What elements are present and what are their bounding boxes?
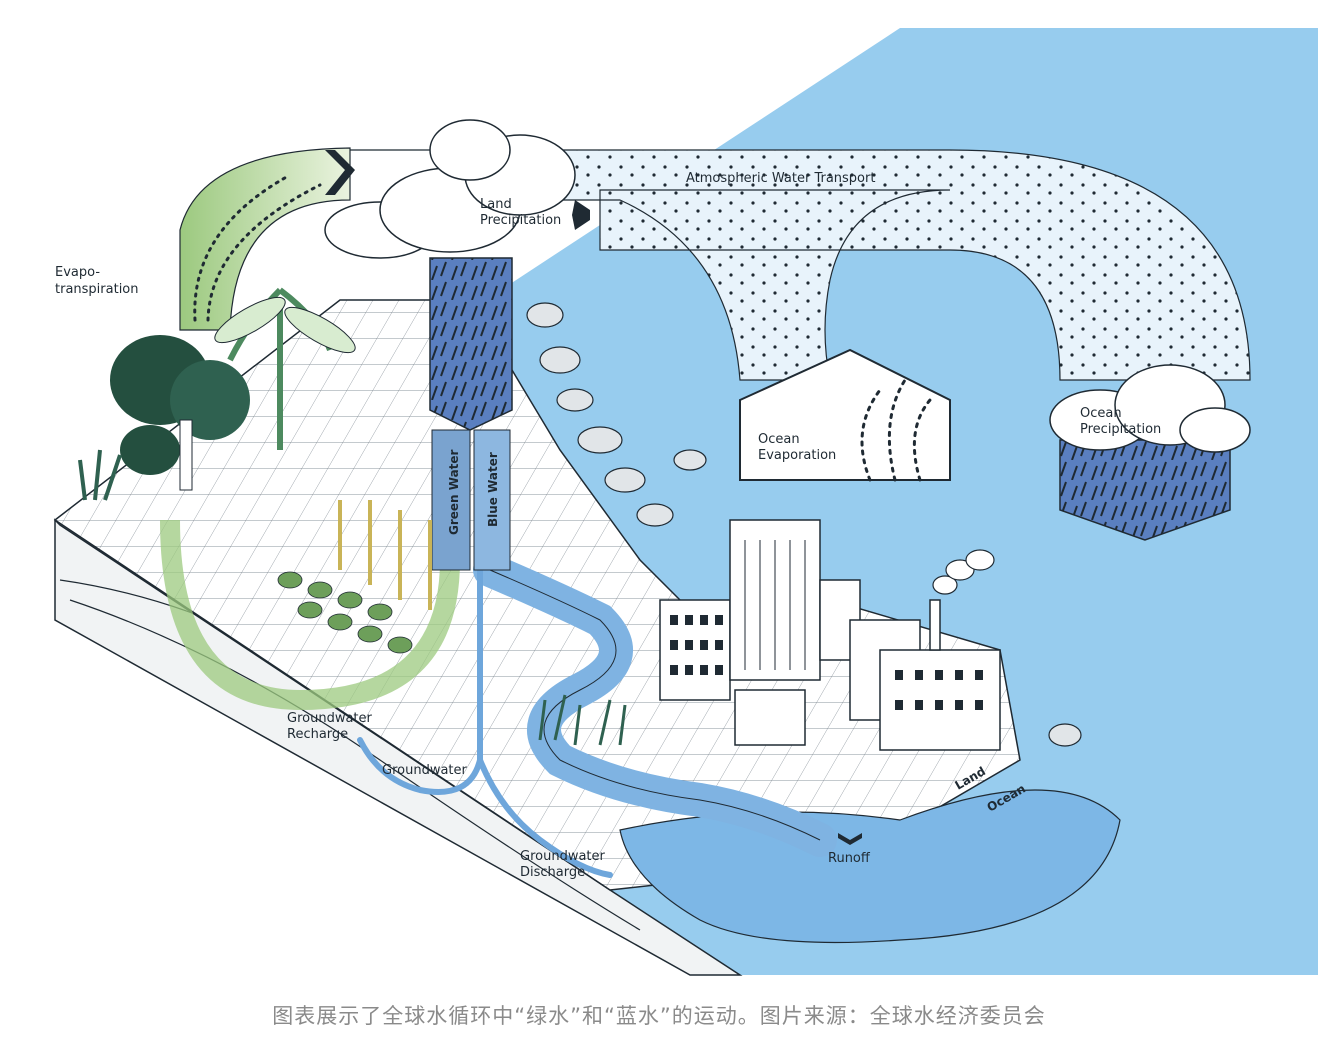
coastal-water bbox=[619, 789, 1121, 944]
reeds bbox=[538, 694, 627, 746]
building-windows bbox=[670, 615, 983, 710]
green-water-column bbox=[431, 429, 471, 571]
blue-water-column bbox=[473, 429, 511, 571]
crops bbox=[277, 500, 432, 654]
chevron-left bbox=[325, 150, 355, 195]
blue-water-label: Blue Water bbox=[486, 452, 500, 527]
runoff-label: Runoff bbox=[828, 851, 871, 866]
figure-caption: 图表展示了全球水循环中“绿水”和“蓝水”的运动。图片来源：全球水经济委员会 bbox=[272, 1004, 1046, 1028]
land-cloud bbox=[324, 119, 576, 259]
trees bbox=[78, 287, 356, 501]
groundwater-label: Groundwater bbox=[382, 763, 468, 778]
groundwater-line bbox=[357, 567, 483, 795]
land-side bbox=[54, 518, 743, 976]
land-rain-column bbox=[429, 257, 513, 431]
atmospheric-transport-label: Atmospheric Water Transport bbox=[686, 171, 875, 186]
coastal-rocks bbox=[526, 302, 1082, 747]
ocean-evaporation-shape bbox=[739, 348, 951, 481]
evapotranspiration-label: Evapo-transpiration bbox=[55, 265, 139, 297]
atmospheric-transport-band bbox=[350, 149, 1251, 381]
runoff-chevron bbox=[838, 833, 862, 845]
ocean-cloud bbox=[1049, 364, 1251, 453]
green-water-label: Green Water bbox=[447, 449, 461, 535]
smoke bbox=[932, 549, 995, 595]
